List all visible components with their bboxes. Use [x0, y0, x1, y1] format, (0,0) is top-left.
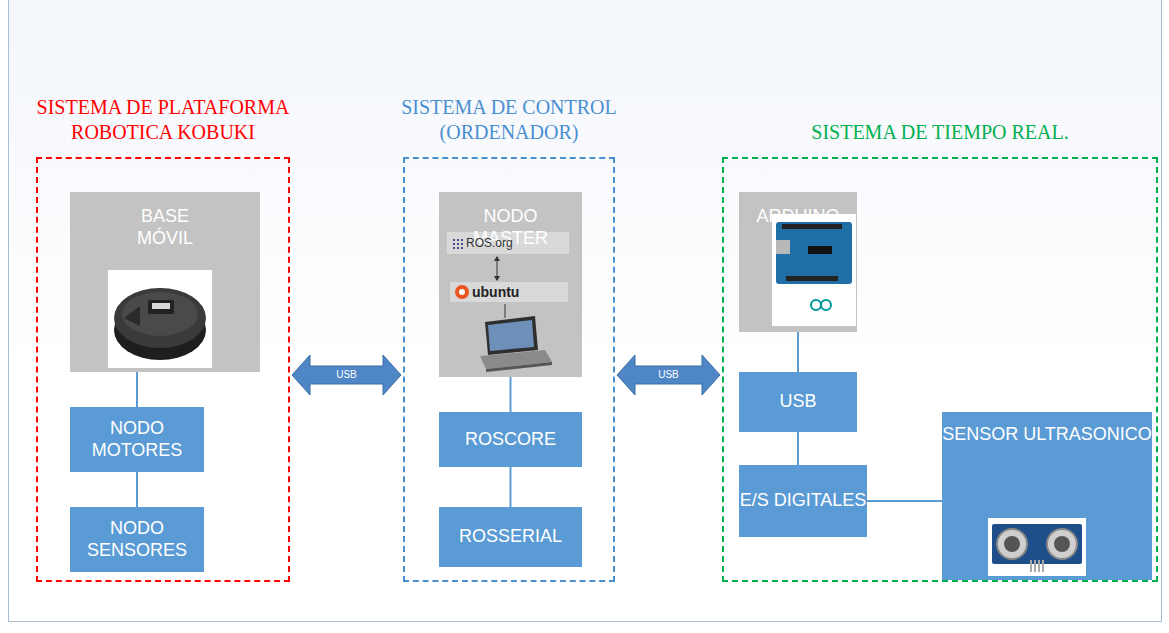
- connector-line: [510, 467, 512, 507]
- box-label: USB: [779, 391, 816, 413]
- logo-text: ubuntu: [472, 284, 519, 300]
- logo-text: ROS.org: [466, 235, 513, 251]
- region-heading: SISTEMA DE PLATAFORMA ROBOTICA KOBUKI: [27, 95, 299, 145]
- box-label: SENSOR ULTRASONICO: [942, 424, 1152, 446]
- connector-line: [136, 372, 138, 407]
- process-box: NODO MOTORES: [70, 407, 204, 472]
- robot-picture: [108, 270, 212, 368]
- process-box: E/S DIGITALES: [739, 465, 867, 537]
- box-label: ROSSERIAL: [459, 526, 562, 548]
- box-label: ROSCORE: [465, 429, 556, 451]
- process-box: ROSCORE: [439, 412, 582, 467]
- edge-label: USB: [336, 369, 357, 381]
- process-box: NODO SENSORES: [70, 507, 204, 572]
- process-box: USB: [739, 372, 857, 432]
- connector-line: [136, 472, 138, 507]
- system-region: SISTEMA DE TIEMPO REAL.ARDUINOUSBE/S DIG…: [722, 157, 1158, 582]
- box-label: NODO MOTORES: [70, 418, 204, 461]
- connector-line: [797, 332, 799, 372]
- laptop-picture: [480, 316, 552, 372]
- box-label: NODO SENSORES: [70, 518, 204, 561]
- region-heading: SISTEMA DE CONTROL (ORDENADOR): [378, 95, 640, 145]
- connector-line: [867, 500, 942, 502]
- system-region: SISTEMA DE PLATAFORMA ROBOTICA KOBUKIBAS…: [36, 157, 290, 582]
- connector-line: [797, 432, 799, 465]
- box-label: BASE MÓVIL: [125, 206, 205, 249]
- box-label: ARDUINO: [756, 206, 839, 228]
- region-heading: SISTEMA DE TIEMPO REAL.: [730, 120, 1150, 145]
- usb-block-arrow: [292, 355, 401, 395]
- box-label: E/S DIGITALES: [740, 490, 867, 512]
- edge-label: USB: [658, 369, 679, 381]
- arduino-picture: [772, 214, 856, 326]
- connector-line: [510, 377, 512, 412]
- logo-picture: [447, 232, 569, 318]
- process-box: ROSSERIAL: [439, 507, 582, 567]
- sensor-picture: [988, 518, 1086, 576]
- usb-block-arrow: [617, 355, 720, 395]
